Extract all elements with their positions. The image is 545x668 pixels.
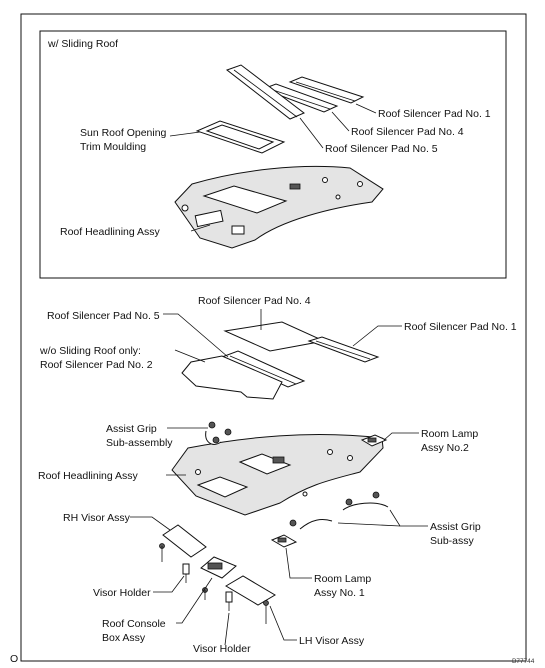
- label-room-lamp2-line1: Room Lamp: [421, 428, 478, 440]
- inset-pad-no1: [288, 76, 365, 104]
- inset-label-pad4: Roof Silencer Pad No. 4: [351, 126, 464, 138]
- room-lamp-no1: [270, 534, 298, 548]
- label-pad2-line2: Roof Silencer Pad No. 2: [40, 359, 153, 371]
- inset-label-headlining: Roof Headlining Assy: [60, 226, 161, 238]
- inset-label-pad1: Roof Silencer Pad No. 1: [378, 108, 491, 120]
- inset-roof-headlining: [174, 165, 384, 249]
- inset-pad-no4: [261, 83, 339, 113]
- label-visor-holder-bottom: Visor Holder: [193, 643, 251, 655]
- inset-label-trim-line1: Sun Roof Opening: [80, 127, 167, 139]
- label-assist-grip-sa-line1: Assist Grip: [106, 423, 157, 435]
- label-console-line1: Roof Console: [102, 618, 166, 630]
- room-lamp-no2: [360, 434, 388, 447]
- footer-code: B77744: [512, 658, 535, 665]
- outer-frame: [20, 13, 527, 662]
- inset-label-pad5: Roof Silencer Pad No. 5: [325, 143, 438, 155]
- label-assist-grip-line2: Sub-assy: [430, 535, 475, 547]
- label-lh-visor: LH Visor Assy: [299, 635, 365, 647]
- visor-holder-bottom: [225, 591, 233, 611]
- inset-frame: [39, 30, 507, 279]
- label-assist-grip-line1: Assist Grip: [430, 521, 481, 533]
- label-room-lamp2-line2: Assy No.2: [421, 442, 469, 454]
- pad-no2: [181, 355, 283, 400]
- label-rh-visor: RH Visor Assy: [63, 512, 131, 524]
- roof-console-box: [200, 556, 237, 600]
- inset-pad-no5: [225, 64, 305, 120]
- label-pad2-line1: w/o Sliding Roof only:: [39, 345, 141, 357]
- label-console-line2: Box Assy: [102, 632, 146, 644]
- assist-grip-right: [289, 491, 389, 530]
- pad-no1: [307, 336, 380, 363]
- label-pad5: Roof Silencer Pad No. 5: [47, 310, 160, 322]
- assist-grip-upper: [205, 421, 232, 445]
- label-assist-grip-sa-line2: Sub-assembly: [106, 437, 173, 449]
- label-headlining: Roof Headlining Assy: [38, 470, 139, 482]
- inset-sunroof-trim-moulding: [195, 120, 286, 154]
- label-room-lamp1-line2: Assy No. 1: [314, 587, 365, 599]
- roof-headlining: [171, 434, 384, 516]
- inset-label-trim-line2: Trim Moulding: [80, 141, 146, 153]
- inset-title: w/ Sliding Roof: [47, 38, 118, 50]
- label-room-lamp1-line1: Room Lamp: [314, 573, 371, 585]
- visor-holder-left: [182, 563, 190, 583]
- rh-visor: [159, 524, 207, 562]
- label-pad1: Roof Silencer Pad No. 1: [404, 321, 517, 333]
- lh-visor: [225, 575, 276, 624]
- pad-no4: [223, 321, 326, 352]
- footer-left-mark: O: [10, 653, 18, 665]
- label-pad4: Roof Silencer Pad No. 4: [198, 295, 311, 307]
- label-visor-holder-left: Visor Holder: [93, 587, 151, 599]
